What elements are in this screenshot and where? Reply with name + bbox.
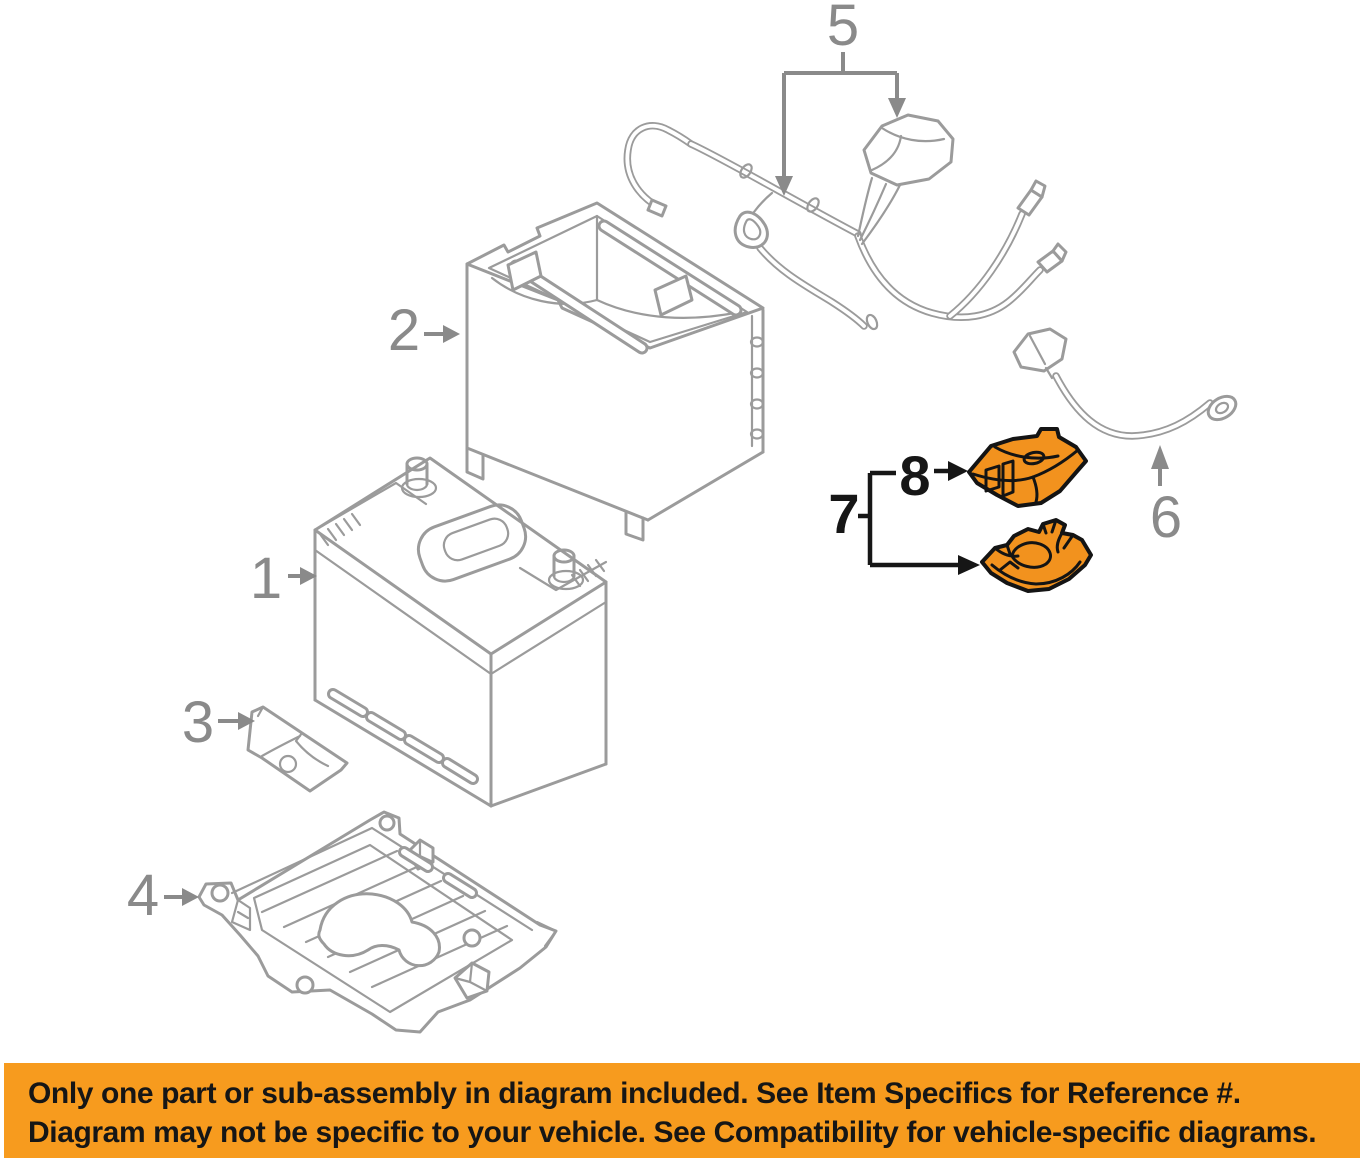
callout-5: 5 [775,0,906,196]
callout-4: 4 [127,863,199,928]
callout-4-number: 4 [127,863,159,928]
callout-8: 8 [899,444,968,507]
battery-drawing [313,456,608,808]
callout-7: 7 [828,470,980,575]
callout-6: 6 [1150,445,1182,550]
battery-insulation-box-drawing [465,201,765,542]
callout-1: 1 [250,546,317,611]
fuse-holder-cover-highlighted [967,427,1088,508]
callout-3-number: 3 [182,690,214,755]
callout-1-number: 1 [250,546,282,611]
wiring-harness-drawing [627,113,1068,331]
disclaimer-line-1: Only one part or sub-assembly in diagram… [28,1077,1241,1110]
callout-5-number: 5 [827,0,859,58]
callout-8-number: 8 [899,444,930,507]
ground-cable-drawing [1012,327,1238,436]
callout-2-number: 2 [388,298,420,363]
callout-3: 3 [182,690,255,755]
hold-down-bracket-drawing [246,705,349,793]
disclaimer-line-2: Diagram may not be specific to your vehi… [28,1116,1317,1149]
fuse-holder-base-highlighted [980,518,1093,593]
callout-7-number: 7 [828,482,859,545]
disclaimer-banner: Only one part or sub-assembly in diagram… [4,1063,1360,1158]
callouts: 1 2 3 4 5 6 [127,0,1182,928]
callout-6-number: 6 [1150,485,1182,550]
battery-tray-drawing [197,810,558,1034]
diagram-canvas: 1 2 3 4 5 6 [127,0,1238,1034]
callout-2: 2 [388,298,460,363]
